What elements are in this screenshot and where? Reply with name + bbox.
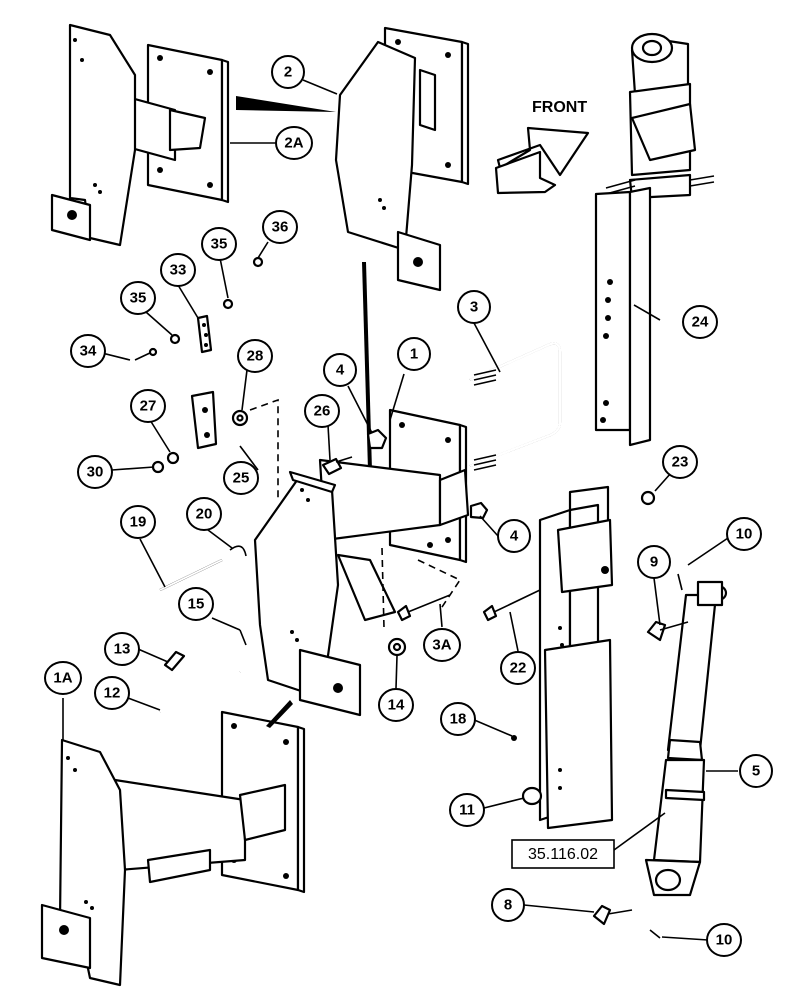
- svg-text:22: 22: [510, 660, 527, 677]
- callout-4-top: 4: [323, 353, 357, 387]
- svg-text:13: 13: [114, 641, 131, 658]
- u-bolt-3: [469, 342, 562, 471]
- callout-4-right: 4: [497, 519, 531, 553]
- callout-15: 15: [178, 587, 214, 621]
- svg-text:10: 10: [736, 526, 753, 543]
- assembly-wedge-top: [236, 96, 336, 112]
- svg-text:4: 4: [510, 528, 519, 545]
- callout-3a: 3A: [423, 628, 461, 662]
- svg-text:30: 30: [87, 464, 104, 481]
- svg-text:2: 2: [284, 64, 292, 81]
- svg-text:9: 9: [650, 554, 658, 571]
- hardware-parts: [134, 256, 689, 939]
- svg-text:20: 20: [196, 506, 213, 523]
- svg-text:23: 23: [672, 454, 689, 471]
- svg-text:1A: 1A: [53, 670, 72, 687]
- bracket-2: [334, 26, 470, 292]
- svg-text:5: 5: [752, 763, 760, 780]
- callout-26: 26: [304, 394, 340, 428]
- callout-1: 1: [397, 337, 431, 371]
- svg-text:15: 15: [188, 596, 205, 613]
- callout-8: 8: [491, 888, 525, 922]
- svg-text:2A: 2A: [284, 135, 303, 152]
- callout-36: 36: [262, 210, 298, 244]
- callout-3: 3: [457, 290, 491, 324]
- bracket-1: [253, 408, 470, 717]
- callout-35-upper: 35: [201, 227, 237, 261]
- svg-text:3: 3: [470, 299, 478, 316]
- bracket-2a: [50, 23, 230, 247]
- reference-label: 35.116.02: [528, 846, 598, 863]
- svg-text:27: 27: [140, 398, 157, 415]
- svg-text:8: 8: [504, 897, 512, 914]
- callout-34: 34: [70, 334, 106, 368]
- svg-text:1: 1: [410, 346, 418, 363]
- svg-text:35: 35: [130, 290, 147, 307]
- svg-text:4: 4: [336, 362, 345, 379]
- callout-5: 5: [739, 754, 773, 788]
- callout-12: 12: [94, 676, 130, 710]
- callout-33: 33: [160, 253, 196, 287]
- callout-9: 9: [637, 545, 671, 579]
- svg-text:25: 25: [233, 470, 250, 487]
- svg-text:19: 19: [130, 514, 147, 531]
- callout-11: 11: [449, 793, 485, 827]
- callout-19: 19: [120, 505, 156, 539]
- svg-text:3A: 3A: [432, 637, 451, 654]
- callout-20: 20: [186, 497, 222, 531]
- svg-text:11: 11: [459, 802, 475, 819]
- svg-text:12: 12: [104, 685, 121, 702]
- callout-23: 23: [662, 445, 698, 479]
- callout-2: 2: [271, 55, 305, 89]
- svg-text:18: 18: [450, 711, 467, 728]
- svg-text:33: 33: [170, 262, 187, 279]
- bracket-1a: [40, 710, 306, 987]
- callout-28: 28: [237, 339, 273, 373]
- callout-14: 14: [378, 688, 414, 722]
- svg-text:36: 36: [272, 219, 289, 236]
- front-direction-arrow: FRONT: [494, 99, 590, 195]
- front-label: FRONT: [532, 99, 587, 116]
- callout-24: 24: [682, 305, 718, 339]
- callout-27: 27: [130, 389, 166, 423]
- arm-24: [594, 32, 715, 447]
- svg-text:35: 35: [211, 236, 228, 253]
- callout-10-top: 10: [726, 517, 762, 551]
- callout-25: 25: [223, 461, 259, 495]
- cylinder-5: [644, 580, 728, 897]
- callout-2a: 2A: [275, 126, 313, 160]
- svg-text:10: 10: [716, 932, 733, 949]
- callout-18: 18: [440, 702, 476, 736]
- assembly-wedge-bottom: [266, 700, 293, 728]
- callout-10-bottom: 10: [706, 923, 742, 957]
- reference-box: 35.116.02: [511, 839, 615, 869]
- svg-text:26: 26: [314, 403, 331, 420]
- callout-30: 30: [77, 455, 113, 489]
- svg-text:24: 24: [692, 314, 709, 331]
- callout-13: 13: [104, 632, 140, 666]
- assembly-dashed-lines: [249, 398, 462, 629]
- svg-text:14: 14: [388, 697, 405, 714]
- callout-35-left: 35: [120, 281, 156, 315]
- callout-1a: 1A: [44, 661, 82, 695]
- callout-22: 22: [500, 651, 536, 685]
- slider-channel-11: [521, 485, 614, 830]
- svg-text:34: 34: [80, 343, 97, 360]
- svg-text:28: 28: [247, 348, 264, 365]
- callouts: 1 1A 2 2A 3 3A 4 4 5 8 9 10 10 11 12 13 …: [44, 55, 773, 957]
